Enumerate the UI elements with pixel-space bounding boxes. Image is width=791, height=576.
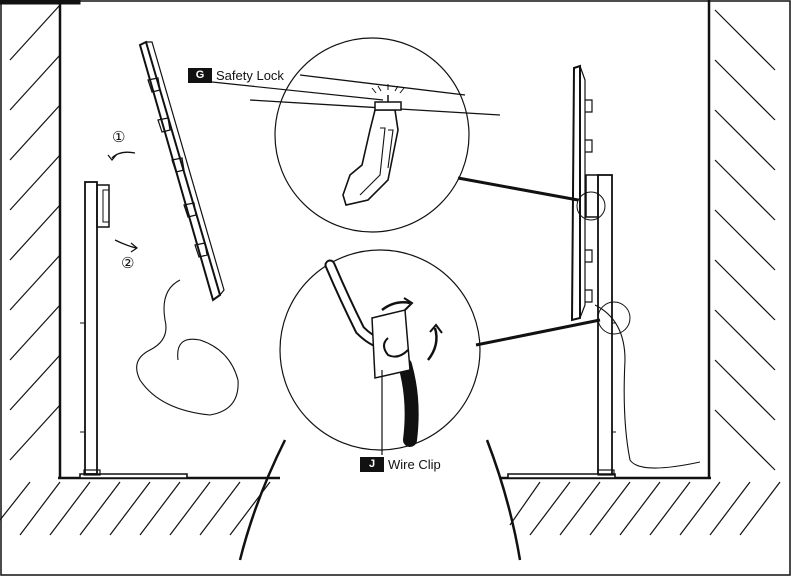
right-stand [507,174,616,479]
left-wall-hatching [9,4,60,461]
floor-hatching-left [0,481,271,536]
rotation-arrows [107,151,139,253]
wire-clip-label: J Wire Clip [360,455,441,473]
right-wall-hatching [714,9,776,471]
step-one-marker: ① [112,128,126,146]
left-stand [79,181,188,479]
safety-lock-text: Safety Lock [216,67,284,83]
wire-clip-magnified-view [279,249,601,451]
step-two-marker: ② [121,254,135,272]
break-lines [238,439,522,561]
detail-callout-markers [576,191,631,335]
wire-clip-text: Wire Clip [388,456,441,472]
label-leaders [211,81,384,455]
safety-lock-magnified-view [249,37,579,233]
floor-hatching-right [509,481,781,536]
left-monitor [136,40,239,416]
safety-lock-label: G Safety Lock [188,66,284,84]
safety-lock-key: G [188,67,212,83]
wire-clip-key: J [360,456,384,472]
right-monitor [570,64,701,469]
